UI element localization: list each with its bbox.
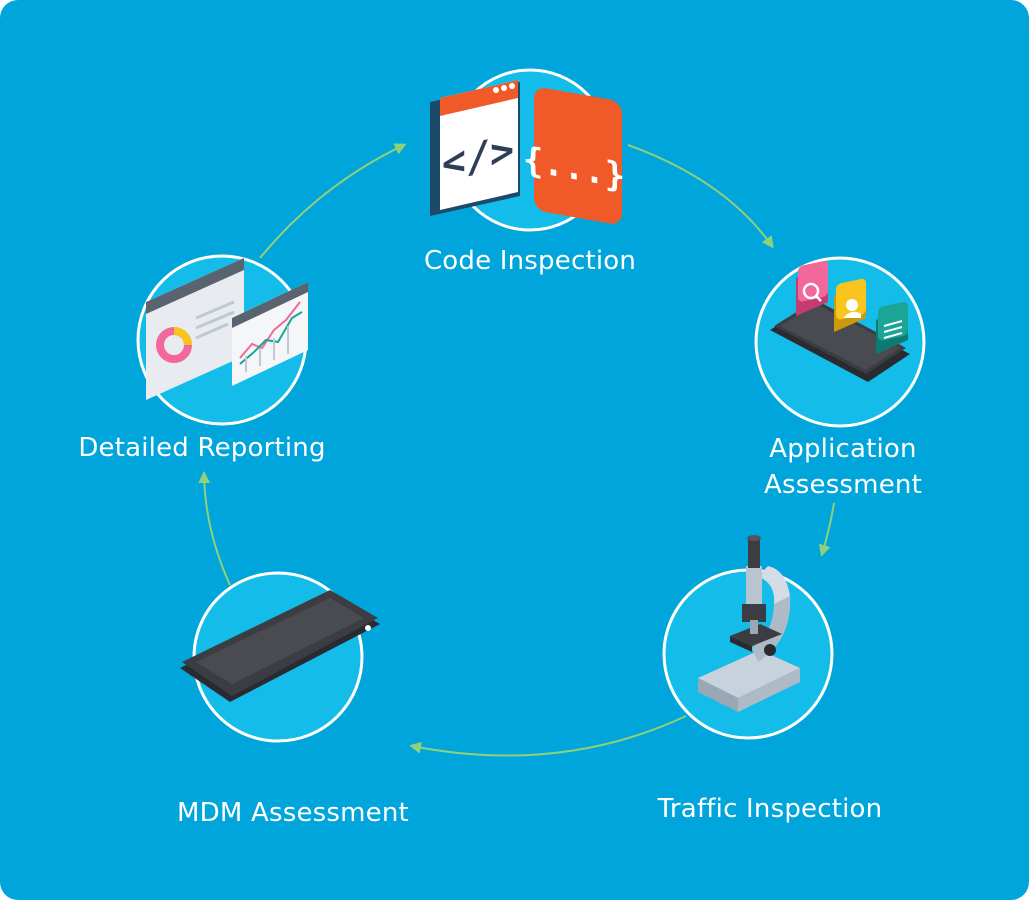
arrow-traffic-to-mdm — [409, 715, 687, 757]
label-mdm-assessment: MDM Assessment — [177, 798, 409, 828]
arrow-app-to-traffic — [818, 502, 835, 557]
microscope-icon — [698, 535, 800, 712]
arrow-code-to-app — [627, 144, 774, 249]
arrow-mdm-to-report — [198, 471, 231, 586]
label-application-assessment: Application Assessment — [764, 434, 922, 500]
label-code-inspection: Code Inspection — [423, 246, 637, 276]
smartphone-apps-icon — [770, 260, 910, 382]
label-detailed-reporting: Detailed Reporting — [78, 433, 326, 463]
smartphone-icon — [180, 590, 380, 702]
report-charts-icon — [146, 258, 308, 400]
label-traffic-inspection: Traffic Inspection — [657, 794, 883, 824]
arrow-report-to-code — [259, 143, 407, 259]
code-window-icon: </> {...} — [430, 80, 625, 224]
